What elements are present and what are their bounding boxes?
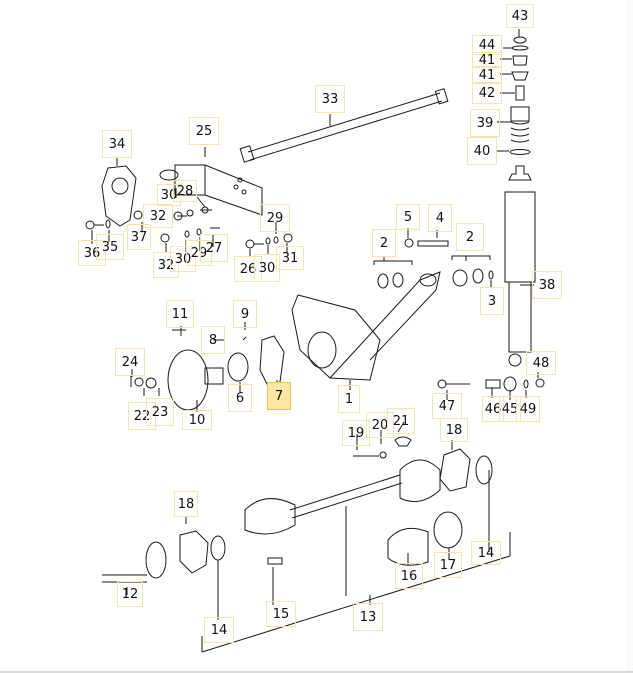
callout-3[interactable]: 3	[480, 287, 504, 315]
callout-6[interactable]: 6	[228, 384, 252, 412]
callout-4[interactable]: 4	[428, 204, 452, 232]
bushing-upper-part	[512, 55, 528, 66]
callout-18-left[interactable]: 18	[174, 491, 198, 517]
bushing-lower-part	[511, 71, 529, 81]
callout-28[interactable]: 28	[173, 180, 197, 202]
sleeve-part	[515, 85, 525, 101]
spring-plate-cover-drawing	[101, 165, 137, 227]
callout-14-right[interactable]: 14	[471, 541, 501, 565]
callout-49[interactable]: 49	[516, 396, 540, 422]
callout-9[interactable]: 9	[233, 300, 257, 328]
callout-29-left[interactable]: 29	[186, 240, 212, 266]
callout-35[interactable]: 35	[96, 234, 124, 260]
callout-20[interactable]: 20	[366, 412, 394, 438]
washer-part	[511, 45, 529, 51]
arm-bushings	[373, 238, 494, 289]
callout-14-left[interactable]: 14	[204, 617, 234, 643]
callout-15[interactable]: 15	[266, 601, 296, 627]
callout-38[interactable]: 38	[532, 271, 562, 299]
callout-48[interactable]: 48	[526, 351, 556, 375]
callout-44[interactable]: 44	[472, 35, 502, 55]
callout-2-right[interactable]: 2	[456, 223, 484, 251]
callout-11[interactable]: 11	[166, 300, 194, 328]
callout-45[interactable]: 45	[499, 396, 521, 422]
shock-body-lower	[508, 281, 532, 353]
shock-body-upper	[504, 191, 536, 283]
callout-25[interactable]: 25	[189, 117, 219, 145]
callout-17[interactable]: 17	[434, 552, 462, 578]
callout-47[interactable]: 47	[432, 393, 462, 419]
callout-41-lower[interactable]: 41	[472, 66, 502, 84]
callout-8[interactable]: 8	[201, 326, 225, 354]
callout-19[interactable]: 19	[342, 420, 370, 446]
callout-5[interactable]: 5	[396, 204, 420, 230]
callout-27[interactable]: 27	[200, 234, 228, 262]
callout-34[interactable]: 34	[102, 130, 132, 158]
callout-37[interactable]: 37	[127, 224, 151, 250]
callout-21[interactable]: 21	[387, 408, 415, 434]
callout-40[interactable]: 40	[467, 137, 497, 165]
callout-41-upper[interactable]: 41	[472, 52, 502, 68]
callout-16[interactable]: 16	[395, 563, 423, 589]
callout-23[interactable]: 23	[146, 398, 174, 426]
callout-24[interactable]: 24	[115, 348, 145, 376]
spring-plate-drawing	[159, 164, 263, 216]
shock-mount-parts	[504, 36, 536, 367]
callout-10[interactable]: 10	[182, 410, 212, 430]
drive-shaft-drawing	[102, 436, 493, 583]
vertical-scrollbar[interactable]	[627, 0, 633, 673]
trailing-arm-drawing	[291, 271, 441, 381]
callout-33[interactable]: 33	[315, 85, 345, 113]
callout-43[interactable]: 43	[506, 4, 534, 28]
fasteners-left	[85, 206, 293, 249]
washer-plate-part	[509, 149, 531, 155]
torsion-bar-drawing	[239, 88, 449, 163]
callout-30-lower[interactable]: 30	[170, 246, 196, 272]
callout-2-left[interactable]: 2	[372, 229, 396, 257]
shock-lower-fasteners	[437, 376, 545, 392]
shock-top-stud	[508, 165, 532, 181]
callout-18-right[interactable]: 18	[440, 418, 468, 442]
leader-lines	[91, 29, 539, 653]
callout-13[interactable]: 13	[353, 603, 383, 631]
callout-12[interactable]: 12	[117, 581, 143, 607]
callout-42[interactable]: 42	[472, 82, 502, 104]
callout-46[interactable]: 46	[482, 396, 504, 422]
bottom-divider	[0, 671, 633, 673]
bump-stop-bellows	[510, 121, 530, 143]
callout-31[interactable]: 31	[276, 246, 304, 270]
callout-7[interactable]: 7	[267, 382, 291, 410]
callout-30-right[interactable]: 30	[254, 254, 280, 282]
shock-eye-part	[508, 353, 522, 367]
bump-stop-part	[510, 106, 530, 122]
callout-39[interactable]: 39	[470, 109, 500, 137]
callout-29-right[interactable]: 29	[260, 204, 290, 232]
callout-32-upper[interactable]: 32	[143, 204, 173, 228]
callout-26[interactable]: 26	[234, 256, 262, 282]
callout-1[interactable]: 1	[338, 385, 360, 413]
cap-nut-part	[513, 36, 527, 44]
